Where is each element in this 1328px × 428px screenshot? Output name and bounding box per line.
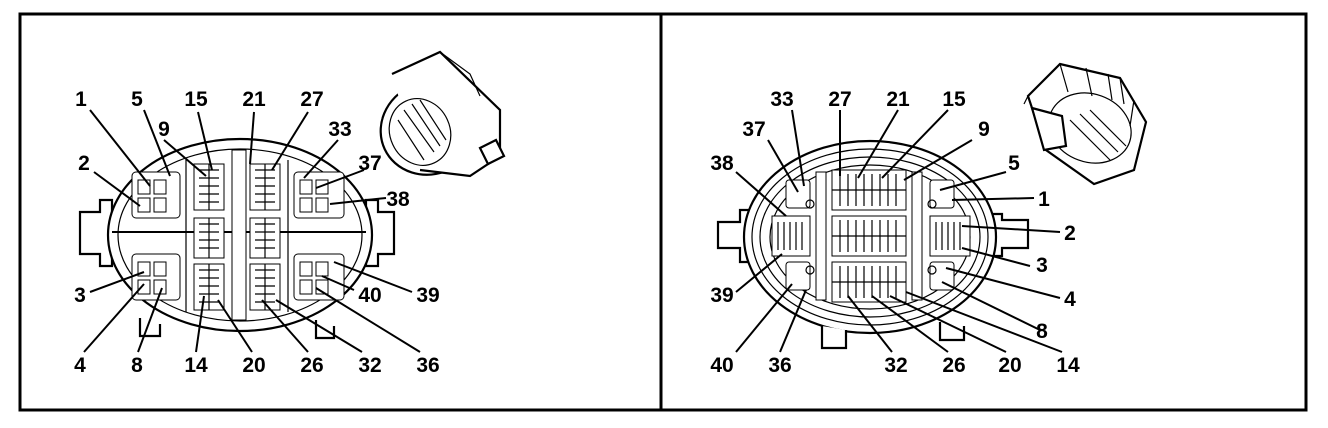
right-pin-labels: 33 27 21 15 37 9 38 5 1 2 3 39 4 8 40 36… bbox=[710, 88, 1080, 377]
right-label-pin-27: 27 bbox=[828, 88, 851, 111]
left-connector-perspective bbox=[379, 50, 506, 178]
left-label-pin-15: 15 bbox=[184, 88, 208, 111]
left-label-pin-3: 3 bbox=[74, 284, 86, 307]
right-label-pin-5: 5 bbox=[1008, 152, 1020, 175]
right-label-pin-40: 40 bbox=[710, 354, 733, 377]
left-label-pin-40: 40 bbox=[358, 284, 381, 307]
left-label-pin-9: 9 bbox=[158, 118, 170, 141]
right-label-pin-36: 36 bbox=[768, 354, 791, 377]
left-label-pin-36: 36 bbox=[416, 354, 439, 377]
left-leader-lines bbox=[83, 109, 421, 353]
left-connector-face bbox=[78, 137, 396, 340]
left-label-pin-8: 8 bbox=[131, 354, 143, 377]
left-label-pin-39: 39 bbox=[416, 284, 439, 307]
right-label-pin-39: 39 bbox=[710, 284, 733, 307]
left-label-pin-4: 4 bbox=[74, 354, 86, 377]
right-label-pin-14: 14 bbox=[1056, 354, 1080, 377]
left-label-pin-14: 14 bbox=[184, 354, 208, 377]
right-label-pin-9: 9 bbox=[978, 118, 990, 141]
left-label-pin-32: 32 bbox=[358, 354, 381, 377]
right-label-pin-20: 20 bbox=[998, 354, 1021, 377]
right-label-pin-4: 4 bbox=[1064, 288, 1076, 311]
right-label-pin-2: 2 bbox=[1064, 222, 1076, 245]
right-label-pin-26: 26 bbox=[942, 354, 965, 377]
right-connector-face bbox=[716, 139, 1030, 350]
left-label-pin-38: 38 bbox=[386, 188, 410, 211]
left-label-pin-33: 33 bbox=[328, 118, 351, 141]
right-label-pin-38: 38 bbox=[710, 152, 734, 175]
right-label-pin-37: 37 bbox=[742, 118, 765, 141]
right-connector-perspective bbox=[1023, 62, 1148, 186]
right-panel-frame bbox=[659, 12, 1308, 412]
right-label-pin-1: 1 bbox=[1038, 188, 1050, 211]
left-label-pin-26: 26 bbox=[300, 354, 323, 377]
right-label-pin-3: 3 bbox=[1036, 254, 1048, 277]
right-label-pin-15: 15 bbox=[942, 88, 966, 111]
right-leader-lines bbox=[735, 109, 1063, 353]
right-label-pin-21: 21 bbox=[886, 88, 910, 111]
left-label-pin-27: 27 bbox=[300, 88, 323, 111]
right-label-pin-32: 32 bbox=[884, 354, 907, 377]
left-label-pin-5: 5 bbox=[131, 88, 143, 111]
left-label-pin-21: 21 bbox=[242, 88, 266, 111]
right-terminal-grid bbox=[831, 169, 907, 303]
left-label-pin-2: 2 bbox=[78, 152, 90, 175]
left-label-pin-1: 1 bbox=[75, 88, 87, 111]
left-label-pin-20: 20 bbox=[242, 354, 265, 377]
left-label-pin-37: 37 bbox=[358, 152, 381, 175]
right-label-pin-33: 33 bbox=[770, 88, 793, 111]
left-pin-labels: 1 5 15 21 27 9 33 2 37 38 3 40 39 4 8 14… bbox=[74, 88, 440, 377]
right-label-pin-8: 8 bbox=[1036, 320, 1048, 343]
